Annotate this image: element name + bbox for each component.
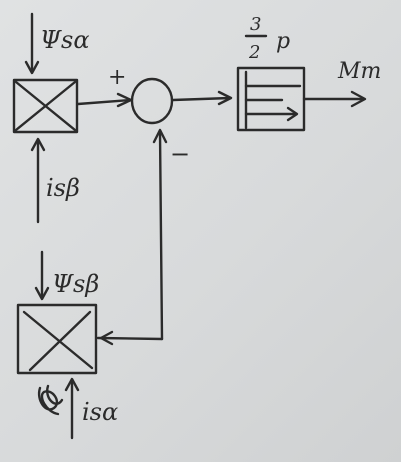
feedback-path xyxy=(96,128,168,346)
isa-label: isα xyxy=(82,398,118,426)
sum-to-gain-arrow xyxy=(171,90,233,106)
psi-sb-label: Ψsβ xyxy=(52,270,99,298)
summing-junction xyxy=(130,77,174,125)
scribble-mark xyxy=(37,384,64,416)
multiplier-block-top xyxy=(12,78,79,134)
output-arrow xyxy=(302,90,367,108)
isb-input-arrow xyxy=(30,137,46,224)
isb-label: isβ xyxy=(46,174,80,202)
gain-label: 3 2 p xyxy=(244,14,290,63)
psi-sa-label: Ψsα xyxy=(40,26,90,54)
psi-sa-input-arrow xyxy=(24,12,40,75)
multiplier-block-bottom xyxy=(16,303,98,375)
minus-sign: − xyxy=(170,140,190,168)
psi-sb-input-arrow xyxy=(34,250,50,301)
gain-block xyxy=(236,66,306,132)
isa-input-arrow xyxy=(64,377,80,440)
gain-denominator: 2 xyxy=(248,42,260,63)
top-to-sum-arrow xyxy=(76,92,133,108)
output-label: Mm xyxy=(337,59,381,84)
gain-numerator: 3 xyxy=(250,14,261,35)
plus-sign: + xyxy=(108,65,126,90)
gain-p: p xyxy=(276,29,290,54)
